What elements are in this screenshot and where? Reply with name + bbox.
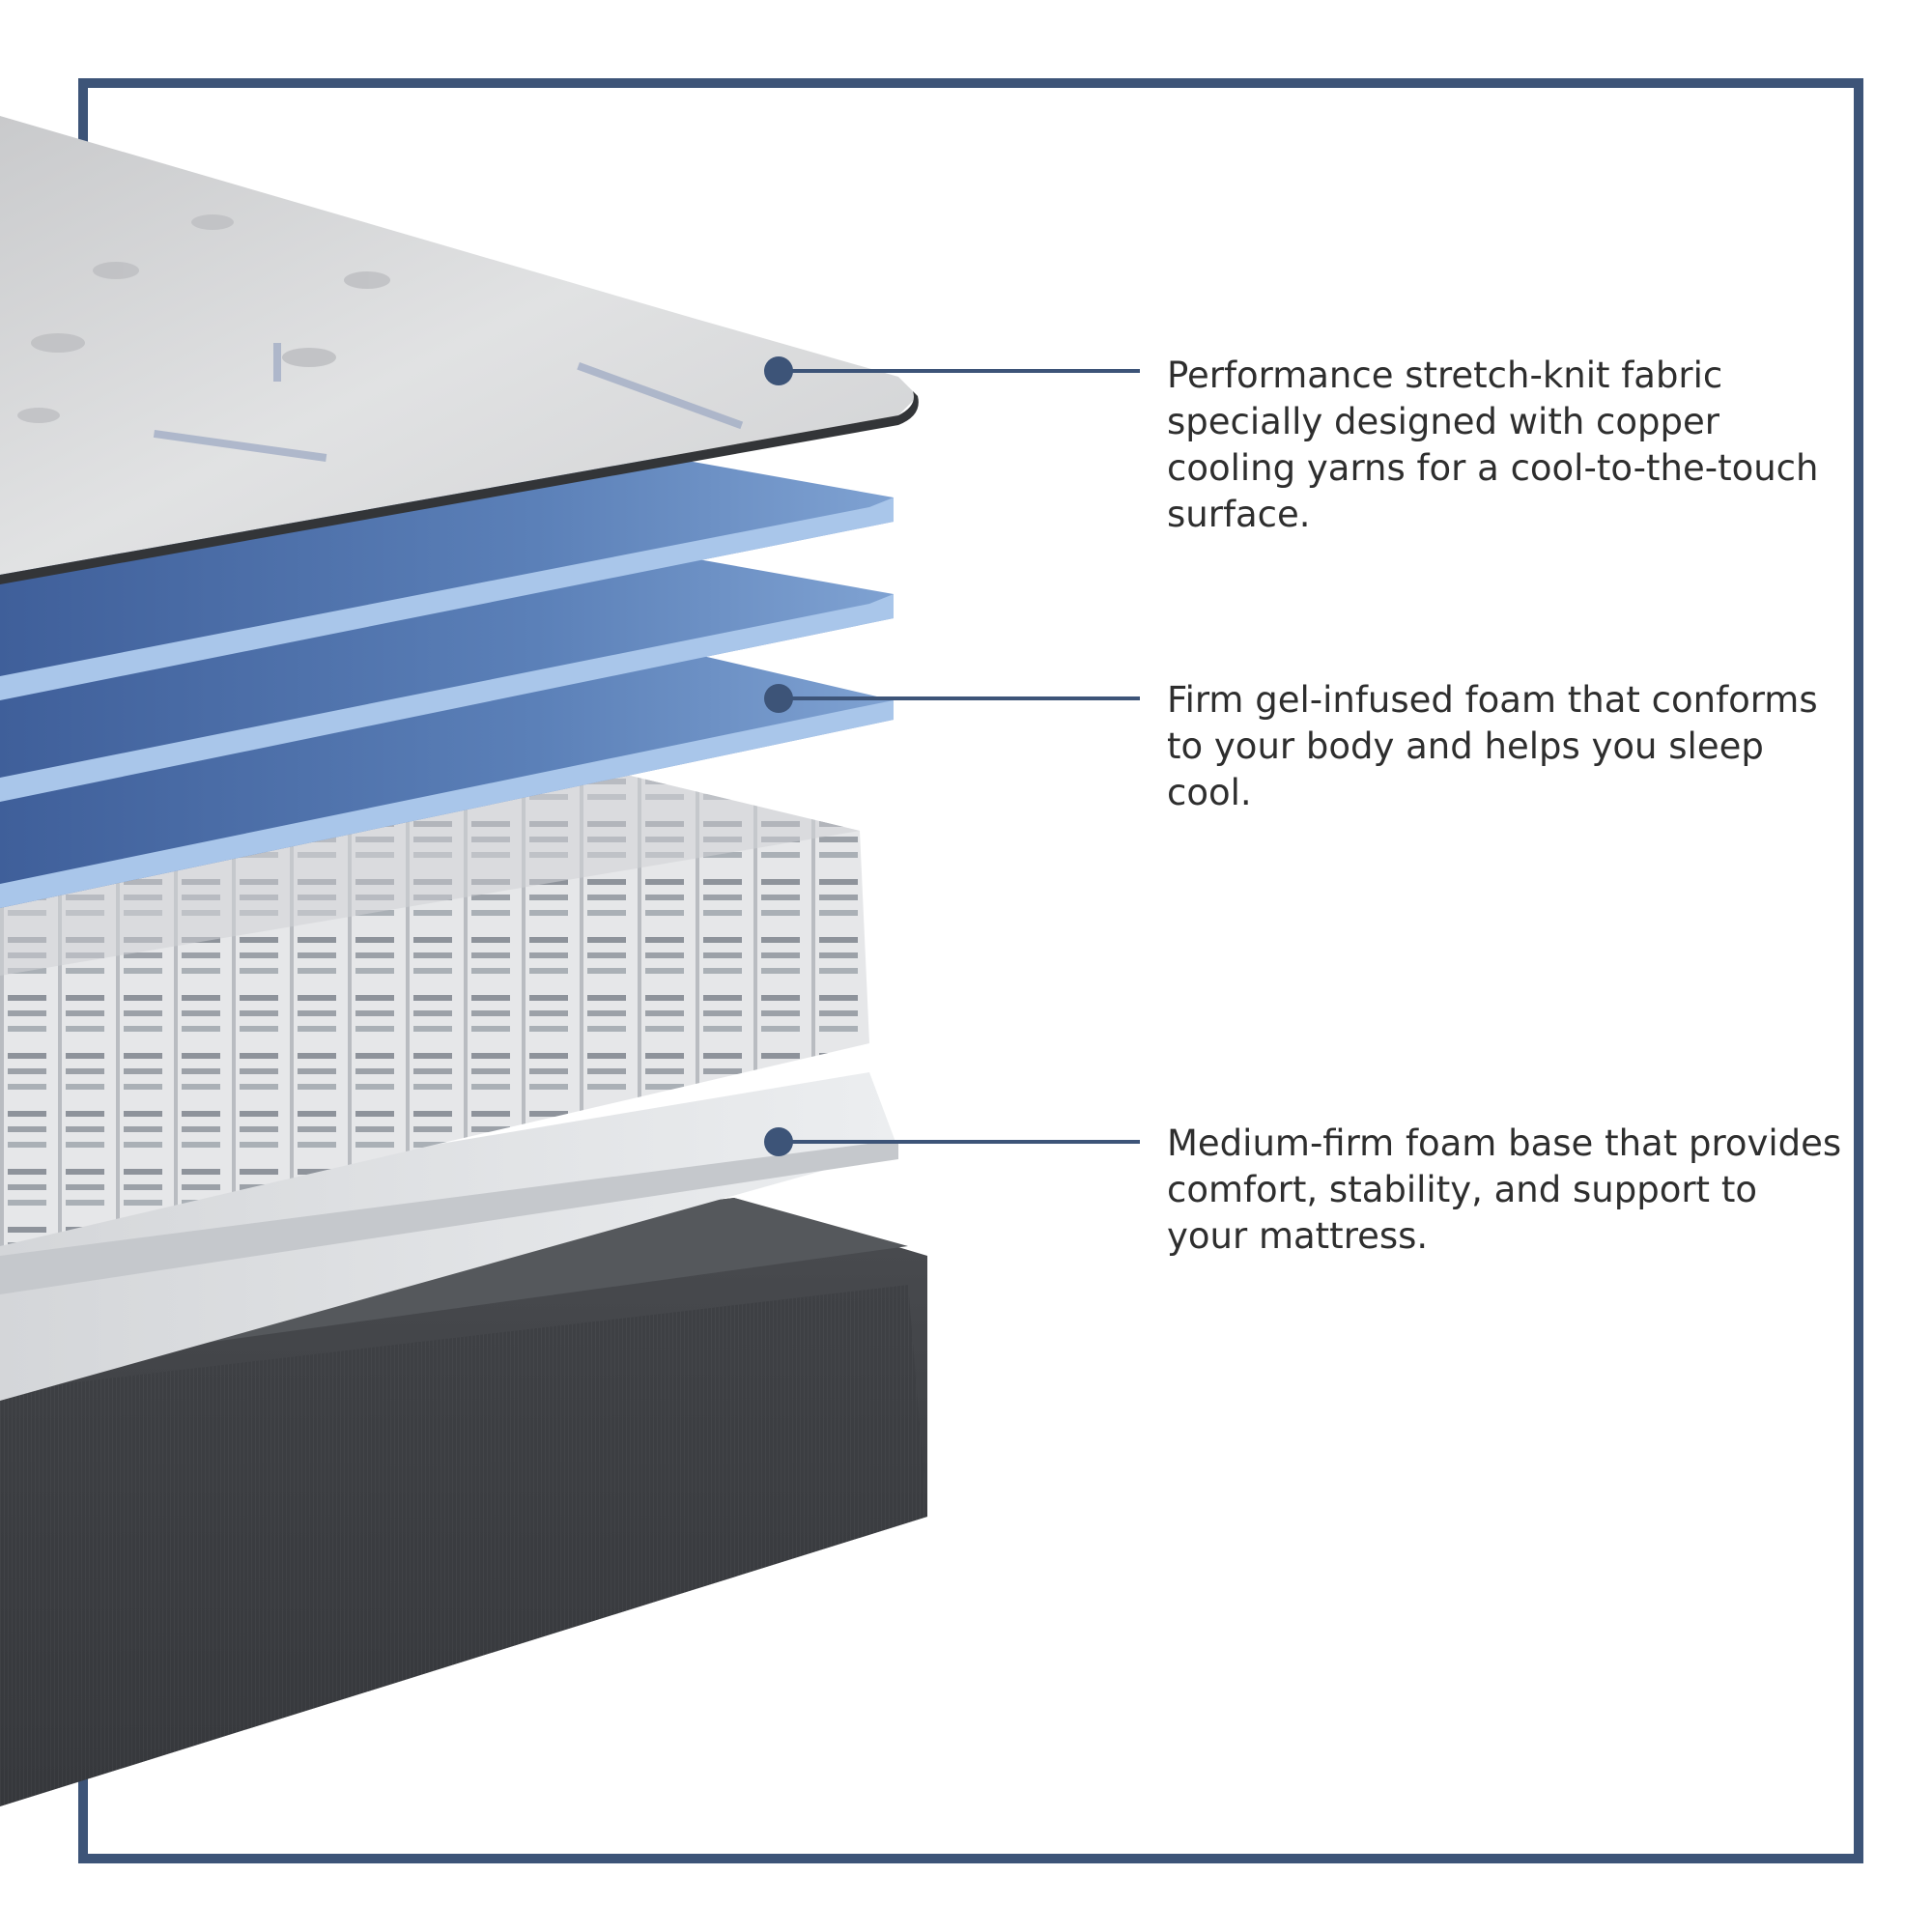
leader-line-3: [764, 1127, 1140, 1156]
cover-layer: [0, 116, 919, 584]
callout-gel-foam-text: Firm gel-infused foam that conforms to y…: [1167, 679, 1818, 813]
marker-dot-3: [764, 1127, 793, 1156]
callout-cover-text: Performance stretch-knit fabric speciall…: [1167, 355, 1819, 535]
callout-base-foam-text: Medium-firm foam base that provides comf…: [1167, 1122, 1842, 1257]
base-foam-layer: [0, 1072, 898, 1401]
marker-dot-1: [764, 356, 793, 385]
gel-foam-layers: [0, 435, 894, 908]
foundation-layer: [0, 1198, 927, 1806]
marker-dot-2: [764, 684, 793, 713]
coil-layer: [0, 773, 869, 1246]
leader-line-2: [764, 684, 1140, 713]
leader-line-1: [764, 356, 1140, 385]
